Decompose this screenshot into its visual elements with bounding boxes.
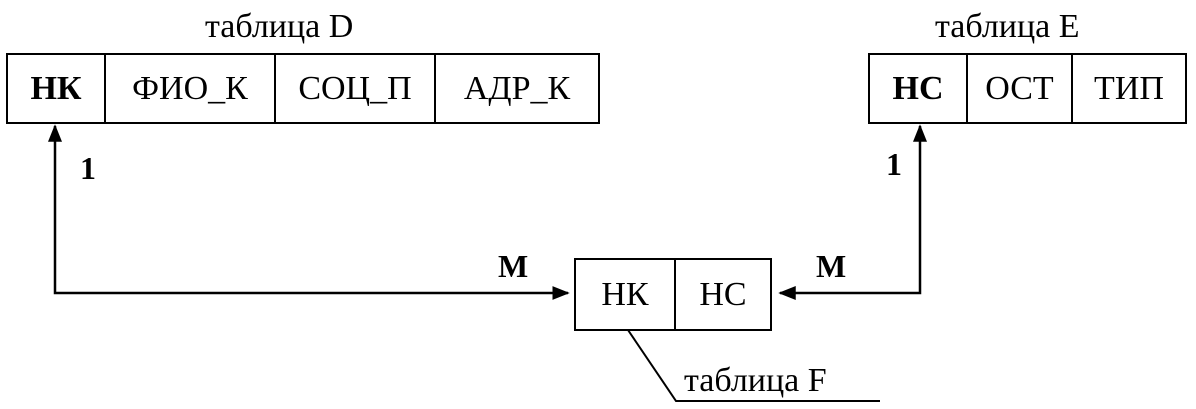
table-d-caption: таблица D: [205, 8, 354, 45]
table-d-field-adr: АДР_К: [434, 55, 598, 122]
table-e: НС ОСТ ТИП: [868, 53, 1187, 124]
table-e-field-ns: НС: [892, 69, 944, 107]
table-f-field-nk: НК: [601, 275, 649, 313]
cardinality-many-d: M: [498, 248, 529, 284]
table-d-field-nk: НК: [30, 69, 82, 107]
cardinality-many-e: M: [816, 248, 847, 284]
table-d-field-soc: СОЦ_П: [274, 55, 434, 122]
table-f-field-ns: НС: [674, 260, 770, 329]
table-e-caption: таблица E: [935, 8, 1080, 45]
caption-leader-f: [627, 329, 880, 402]
table-d-field-fio: ФИО_К: [104, 55, 274, 122]
table-f: НК НС: [574, 258, 772, 331]
table-e-field-tip: ТИП: [1071, 55, 1185, 122]
table-d: НК ФИО_К СОЦ_П АДР_К: [6, 53, 600, 124]
connector-d-f: [48, 124, 570, 300]
table-e-field-ost: ОСТ: [966, 55, 1071, 122]
connector-e-f: [778, 124, 927, 300]
table-f-caption: таблица F: [684, 362, 827, 399]
cardinality-one-d: 1: [80, 150, 96, 186]
cardinality-one-e: 1: [886, 146, 902, 182]
